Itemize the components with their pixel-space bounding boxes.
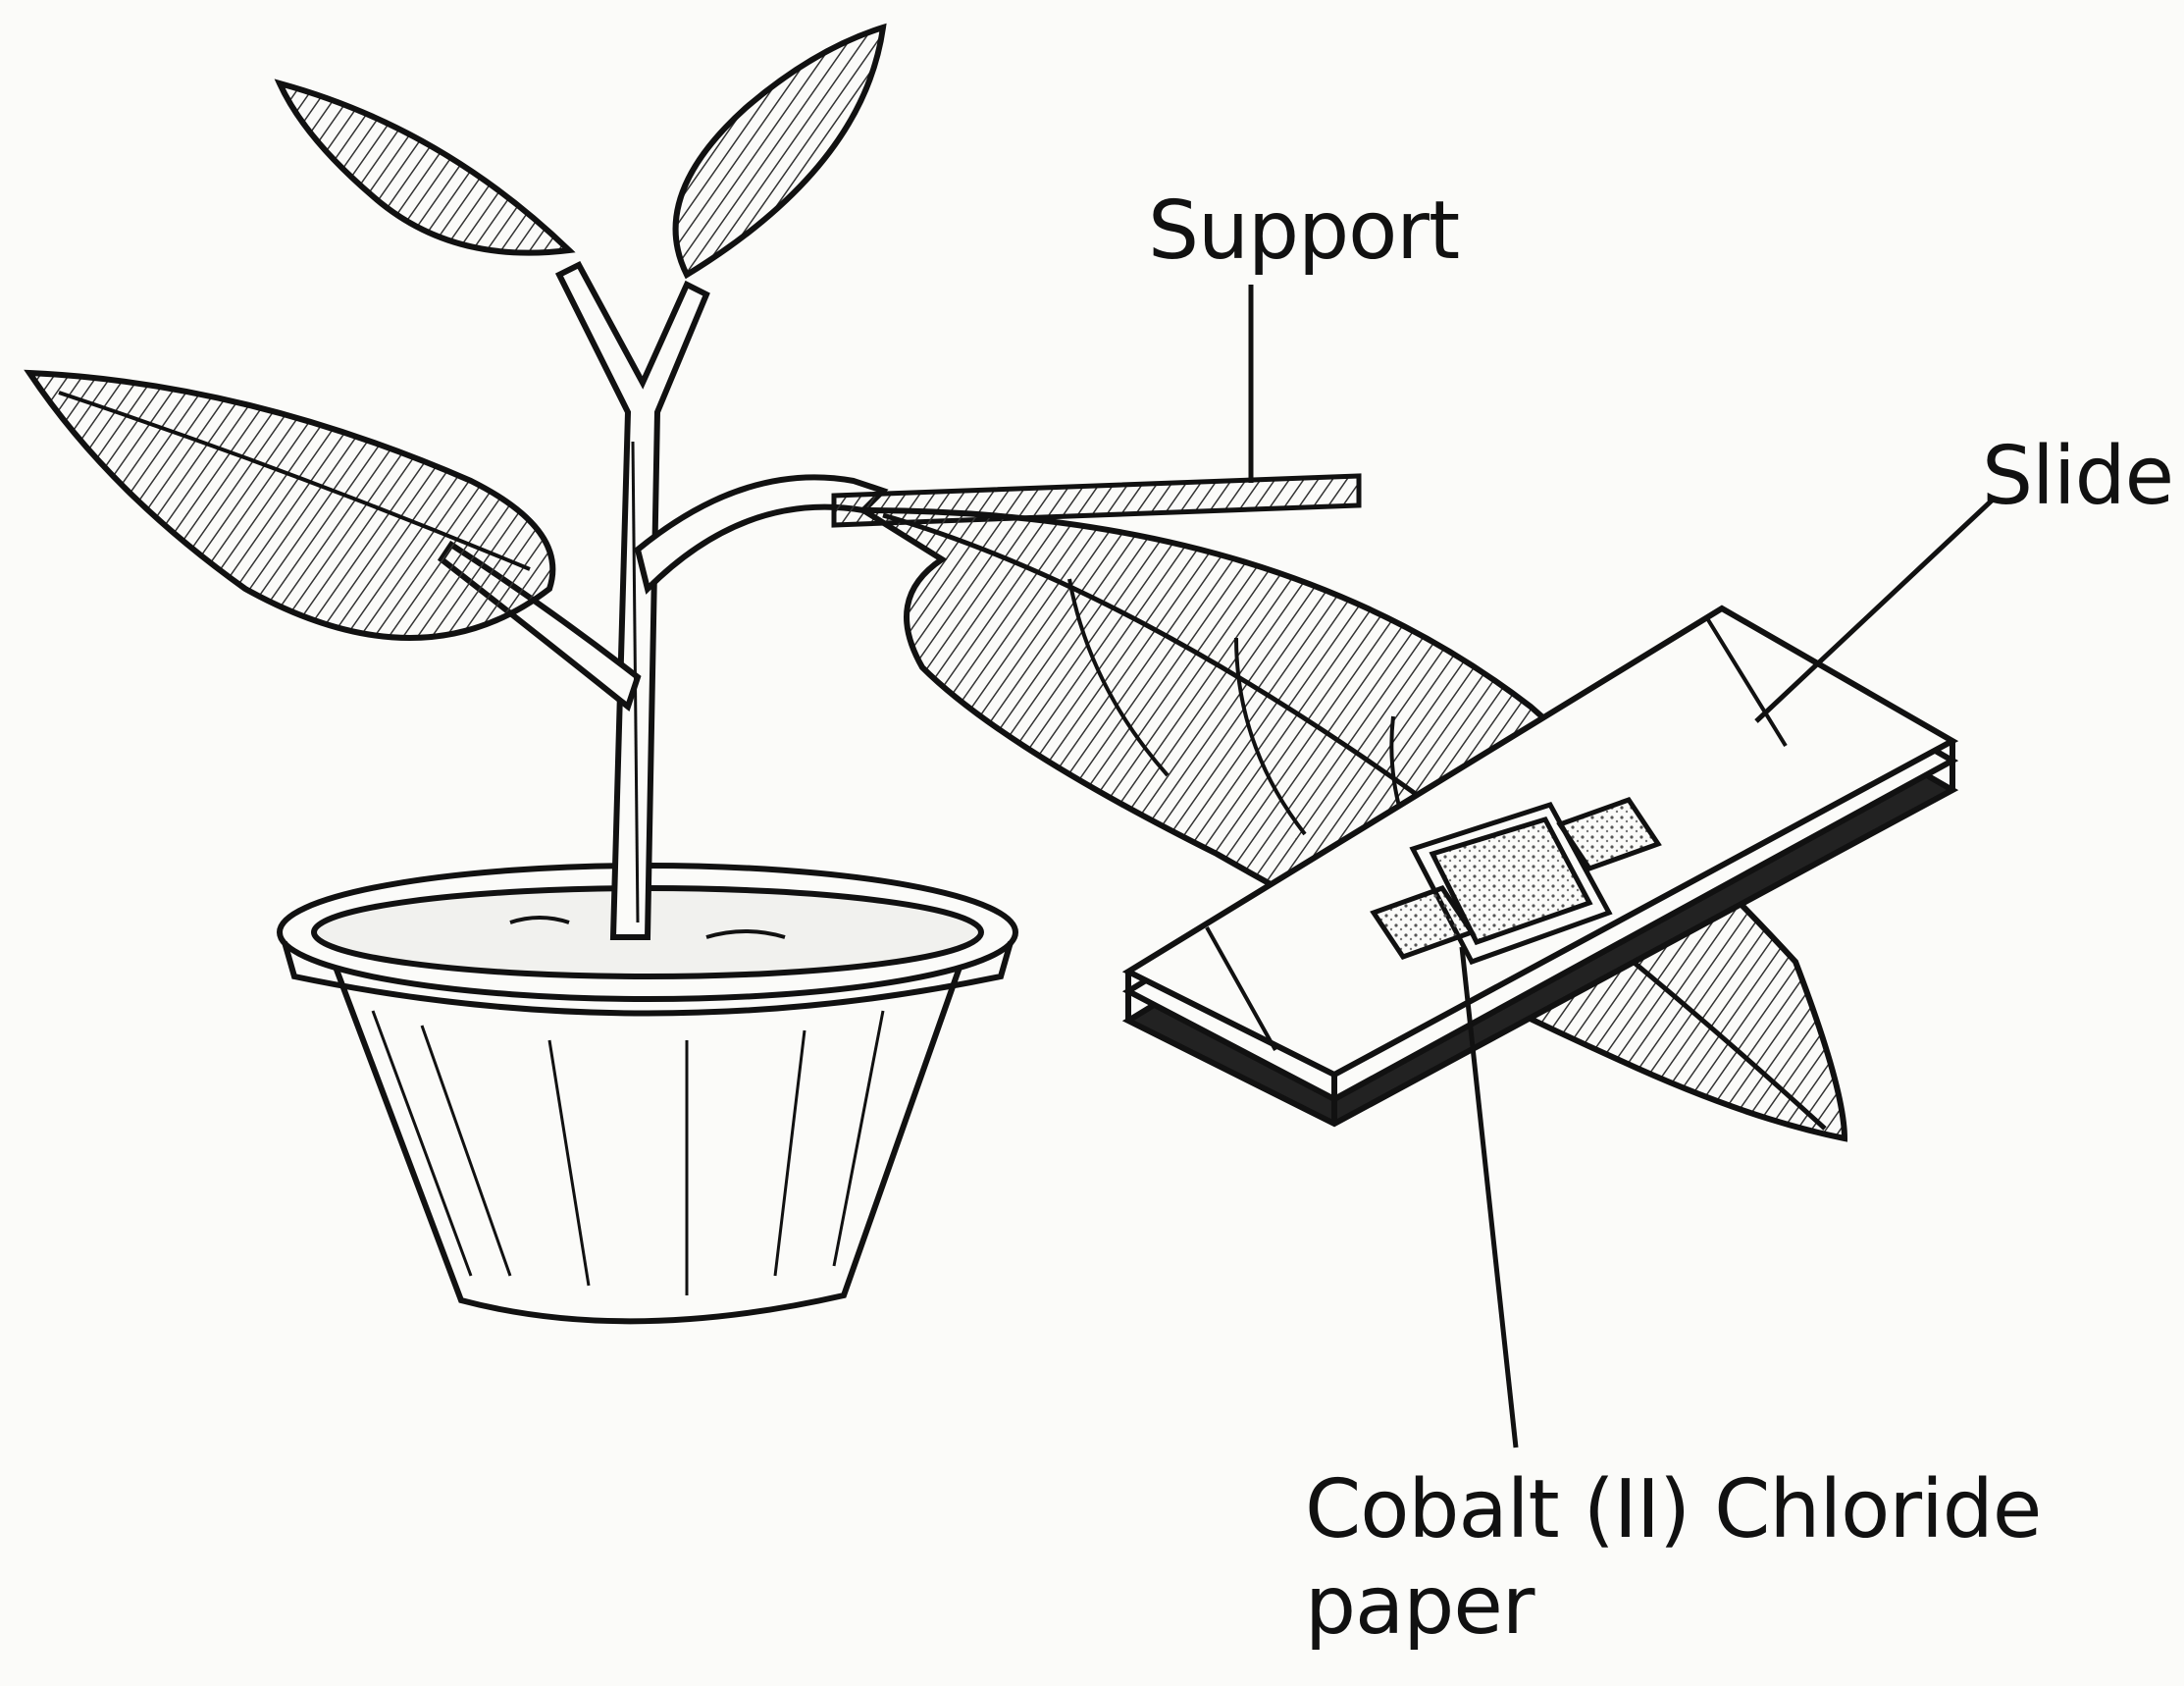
label-support: Support — [1148, 191, 1459, 272]
top-leaves — [280, 27, 883, 275]
label-slide: Slide — [1982, 437, 2173, 517]
slide-leader-line — [1756, 501, 1992, 721]
label-cobalt-line-1: Cobalt (II) Chloride — [1305, 1462, 2041, 1558]
label-cobalt-line-2: paper — [1305, 1558, 2041, 1655]
left-leaf — [29, 373, 552, 638]
label-cobalt-chloride-paper: Cobalt (II) Chloride paper — [1305, 1462, 2041, 1656]
